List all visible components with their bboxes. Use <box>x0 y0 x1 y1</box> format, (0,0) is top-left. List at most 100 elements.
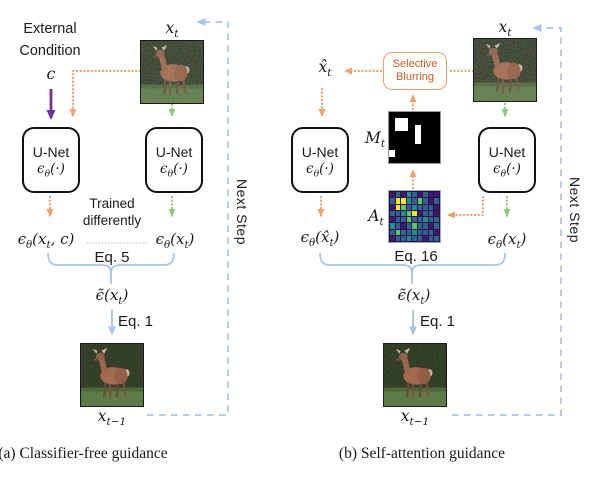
grid-cell <box>401 131 409 138</box>
attention-map-image <box>388 190 441 243</box>
grid-cell <box>427 143 434 151</box>
grid-cell <box>417 192 423 198</box>
selective-blurring-box: Selective Blurring <box>383 52 447 90</box>
xt-image-a <box>140 40 204 104</box>
grid-cell <box>401 210 406 216</box>
grid-cell <box>428 223 434 229</box>
grid-cell <box>390 192 395 198</box>
grid-cell <box>427 137 434 144</box>
grid-cell <box>434 229 439 235</box>
grid-cell <box>406 223 412 229</box>
grid-cell <box>433 112 440 119</box>
grid-cell <box>417 204 423 210</box>
eps-tilde-label-a: ϵ̃(xt) <box>95 286 129 307</box>
grid-cell <box>395 143 402 151</box>
grid-cell <box>395 198 401 204</box>
xt-image-b <box>473 38 537 102</box>
grid-cell <box>401 217 406 223</box>
grid-cell <box>414 137 421 144</box>
trained-line1: Trained <box>89 196 135 211</box>
grid-cell <box>433 118 440 125</box>
grid-cell <box>389 137 396 144</box>
grid-cell <box>395 156 402 163</box>
grid-cell <box>420 150 428 157</box>
grid-cell <box>433 131 440 138</box>
grid-cell <box>412 217 417 223</box>
grid-cell <box>389 112 396 119</box>
eps-tilde-label-b: ϵ̃(xt) <box>397 286 431 307</box>
grid-cell <box>408 143 415 151</box>
grid-cell <box>414 124 421 132</box>
xt-label-a: xt <box>165 19 179 41</box>
grid-cell <box>420 118 428 125</box>
grid-cell <box>389 156 396 163</box>
grid-cell <box>395 150 402 157</box>
xtm1-label-a: xt−1 <box>97 407 127 429</box>
mask-label: Mt <box>364 129 386 151</box>
grid-cell <box>420 112 428 119</box>
grid-cell <box>434 217 439 223</box>
grid-cell <box>423 217 428 223</box>
grid-cell <box>395 118 402 125</box>
grid-cell <box>423 210 428 216</box>
xt-to-cond-unet-arrow <box>69 69 142 118</box>
grid-cell <box>390 217 395 223</box>
grid-cell <box>408 150 415 157</box>
grid-cell <box>428 217 434 223</box>
grid-cell <box>427 124 434 132</box>
grid-cell <box>401 143 409 151</box>
grid-cell <box>395 124 402 132</box>
eps-blurred-label: ϵθ(x̂t) <box>300 228 340 249</box>
eps-conditional-label: ϵθ(xt, c) <box>17 230 75 251</box>
grid-cell <box>417 198 423 204</box>
grid-cell <box>423 223 428 229</box>
trained-differently-label: Trained differently <box>83 196 141 230</box>
next-step-label-a: Next Step <box>234 179 250 245</box>
trained-line2: differently <box>82 212 142 228</box>
grid-cell <box>417 223 423 229</box>
unet-to-attn-arrow <box>446 195 485 219</box>
grid-cell <box>408 112 415 119</box>
grid-cell <box>423 204 428 210</box>
grid-cell <box>412 210 417 216</box>
unet-title: U-Net <box>155 143 193 160</box>
unet-fn: ϵθ(·) <box>37 160 65 180</box>
grid-cell <box>395 131 402 138</box>
grid-cell <box>395 137 402 144</box>
grid-cell <box>412 204 417 210</box>
grid-cell <box>408 118 415 125</box>
grid-cell <box>408 156 415 163</box>
grid-cell <box>406 192 412 198</box>
grid-cell <box>433 137 440 144</box>
grid-cell <box>428 204 434 210</box>
grid-cell <box>401 118 409 125</box>
caption-a: (a) Classifier-free guidance <box>0 445 168 462</box>
grid-cell <box>395 223 401 229</box>
grid-cell <box>433 143 440 151</box>
grid-cell <box>414 150 421 157</box>
grid-cell <box>417 210 423 216</box>
unet-original-box: U-Net ϵθ(·) <box>478 127 536 193</box>
grid-cell <box>417 235 423 241</box>
grid-cell <box>408 124 415 132</box>
grid-cell <box>389 124 396 132</box>
grid-cell <box>395 217 401 223</box>
grid-cell <box>434 198 439 204</box>
unet-title: U-Net <box>301 143 339 160</box>
selective-blurring-line2: Blurring <box>396 71 434 83</box>
grid-cell <box>428 235 434 241</box>
eq5-label: Eq. 5 <box>94 249 130 266</box>
external-condition-line2: Condition <box>19 42 81 59</box>
xtm1-image-a <box>80 343 144 407</box>
grid-cell <box>423 229 428 235</box>
grid-cell <box>406 229 412 235</box>
grid-cell <box>395 210 401 216</box>
grid-cell <box>414 156 421 163</box>
xhat-label: x̂t <box>318 58 332 80</box>
grid-cell <box>395 235 401 241</box>
caption-b: (b) Self-attention guidance <box>338 445 506 462</box>
eq16-label: Eq. 16 <box>394 248 438 265</box>
unet-fn: ϵθ(·) <box>160 160 188 180</box>
grid-cell <box>427 118 434 125</box>
